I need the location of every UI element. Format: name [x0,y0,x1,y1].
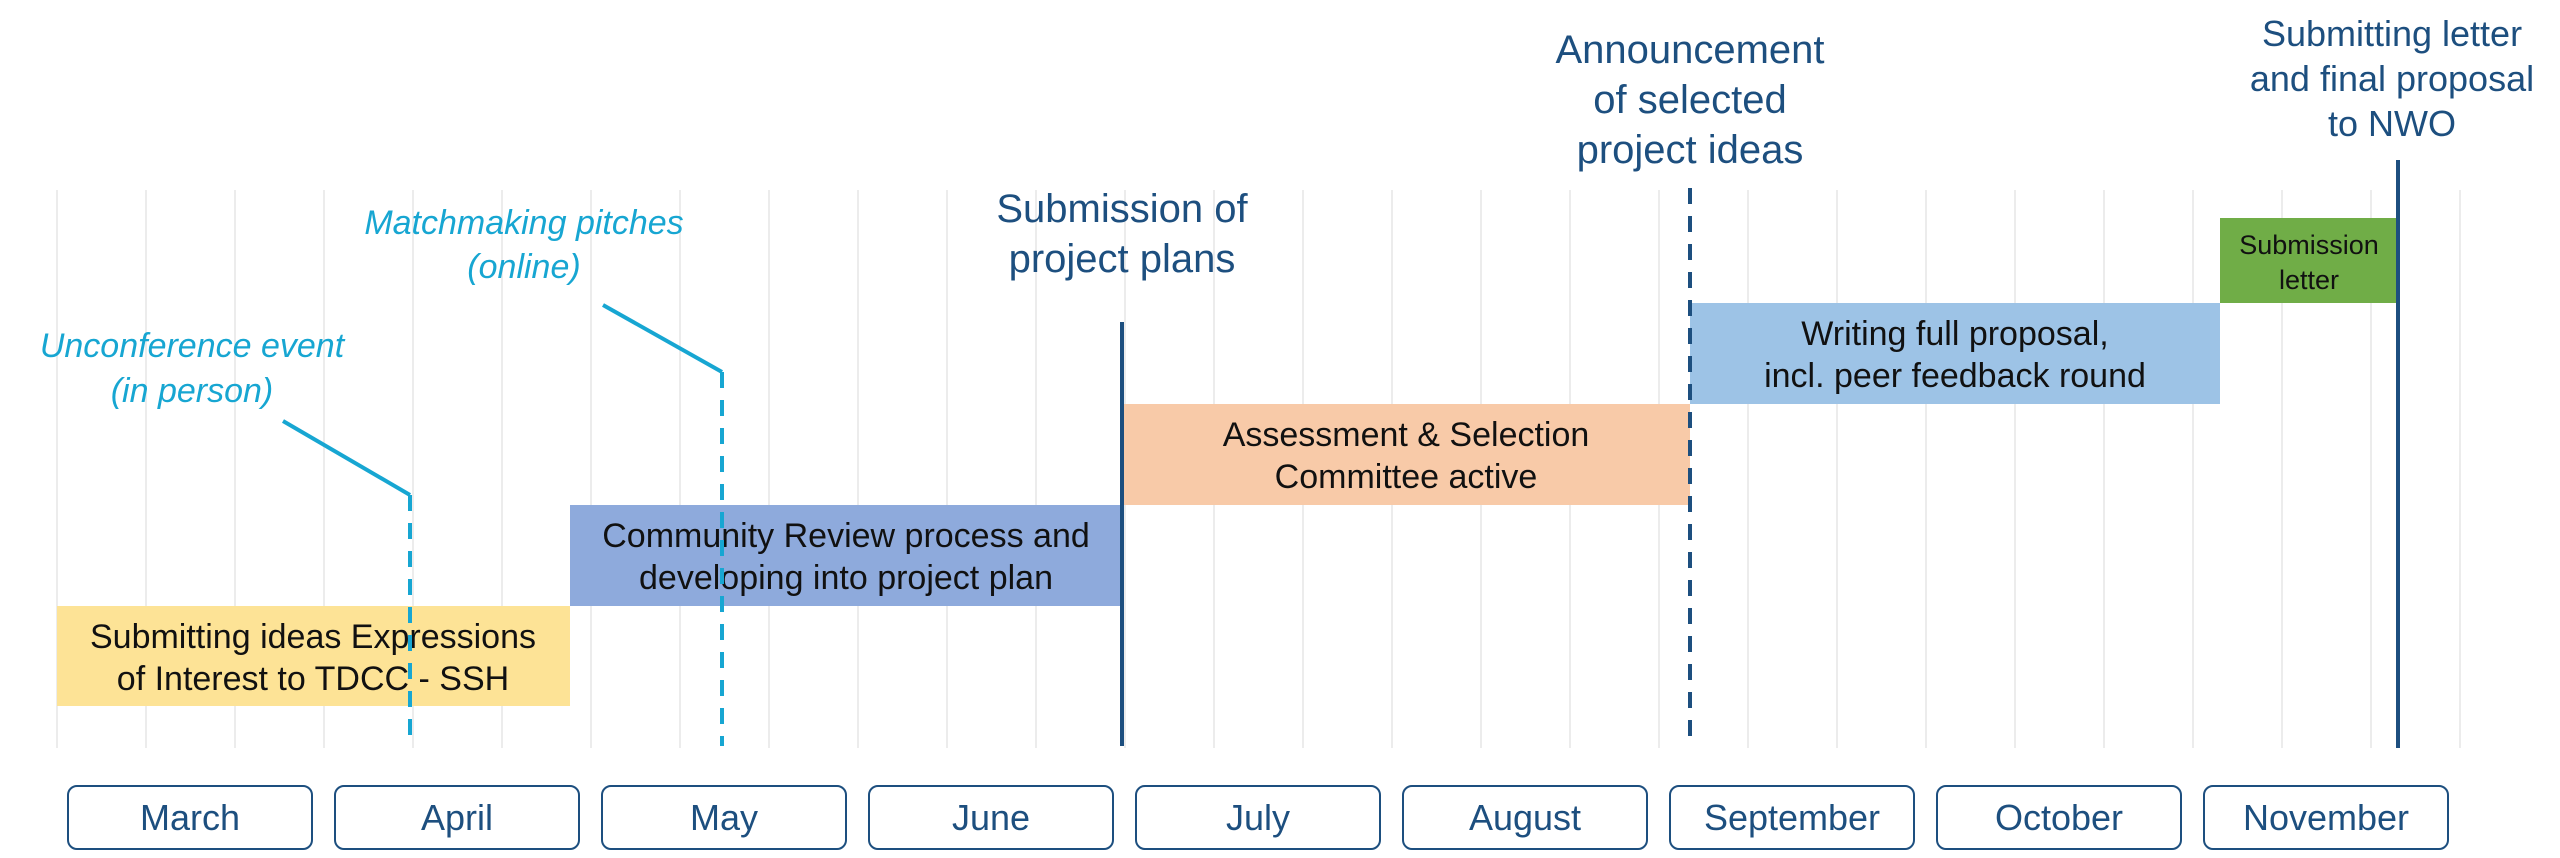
month-box-frame [1135,785,1381,850]
month-box-september: September [1669,785,1915,850]
event-unconference: Unconference event (in person) [40,327,412,746]
month-box-frame [601,785,847,850]
milestone-announcement: Announcement of selected project ideas [1555,28,1825,746]
month-label: April [421,797,493,838]
month-label: November [2243,797,2409,838]
phase-label: incl. peer feedback round [1764,357,2146,395]
milestone-final-proposal-nwo: Submitting letter and final proposal to … [2250,13,2534,748]
month-box-frame [1936,785,2182,850]
event-label: Unconference event [40,327,346,365]
milestone-label: of selected [1593,78,1786,122]
milestone-submission-project-plans: Submission of project plans [996,187,1249,746]
phase-label: Community Review process and [602,517,1090,555]
month-label: May [690,797,758,838]
event-label: (in person) [111,372,274,410]
milestone-label: Announcement [1555,28,1824,72]
month-label: June [952,797,1030,838]
month-box-frame [868,785,1114,850]
month-box-frame [67,785,313,850]
phase-label: Committee active [1275,458,1538,496]
phase-bar-rect [570,505,1122,606]
phase-label: Submitting ideas Expressions [90,618,536,656]
phase-bar-submitting-ideas: Submitting ideas Expressions of Interest… [57,606,570,706]
phase-label: Submission [2239,230,2379,260]
phase-bar-rect [2220,218,2398,303]
milestone-label: project plans [1009,237,1236,281]
phase-label: Writing full proposal, [1801,315,2108,353]
milestone-label: to NWO [2328,103,2456,144]
month-axis: March April May June July August Septemb… [67,785,2449,850]
phase-label: of Interest to TDCC - SSH [117,660,509,698]
phase-bar-submission-letter: Submission letter [2220,218,2398,303]
month-box-frame [1402,785,1648,850]
month-box-frame [334,785,580,850]
milestone-label: Submitting letter [2262,13,2522,54]
month-box-april: April [334,785,580,850]
month-box-may: May [601,785,847,850]
month-label: October [1995,797,2123,838]
month-label: July [1226,797,1290,838]
event-matchmaking: Matchmaking pitches (online) [364,204,724,746]
month-box-october: October [1936,785,2182,850]
phase-bar-community-review: Community Review process and developing … [570,505,1122,606]
phase-label: letter [2279,265,2339,295]
phase-bar-rect [1690,303,2220,404]
month-box-march: March [67,785,313,850]
month-box-august: August [1402,785,1648,850]
milestone-label: Submission of [996,187,1248,231]
phase-bar-rect [1122,404,1690,505]
event-connector-line [281,419,412,497]
phase-bar-assessment: Assessment & Selection Committee active [1122,404,1690,505]
event-connector-line [602,303,723,374]
month-label: September [1704,797,1880,838]
phase-bar-writing-proposal: Writing full proposal, incl. peer feedba… [1690,303,2220,404]
month-box-november: November [2203,785,2449,850]
event-label: (online) [467,248,580,286]
month-box-june: June [868,785,1114,850]
month-label: August [1469,797,1581,838]
phase-bar-rect [57,606,570,706]
phase-label: developing into project plan [639,559,1053,597]
month-box-frame [1669,785,1915,850]
event-label: Matchmaking pitches [364,204,683,242]
milestone-label: and final proposal [2250,58,2534,99]
month-label: March [140,797,240,838]
phase-label: Assessment & Selection [1223,416,1590,454]
month-box-frame [2203,785,2449,850]
milestone-label: project ideas [1577,128,1804,172]
month-box-july: July [1135,785,1381,850]
